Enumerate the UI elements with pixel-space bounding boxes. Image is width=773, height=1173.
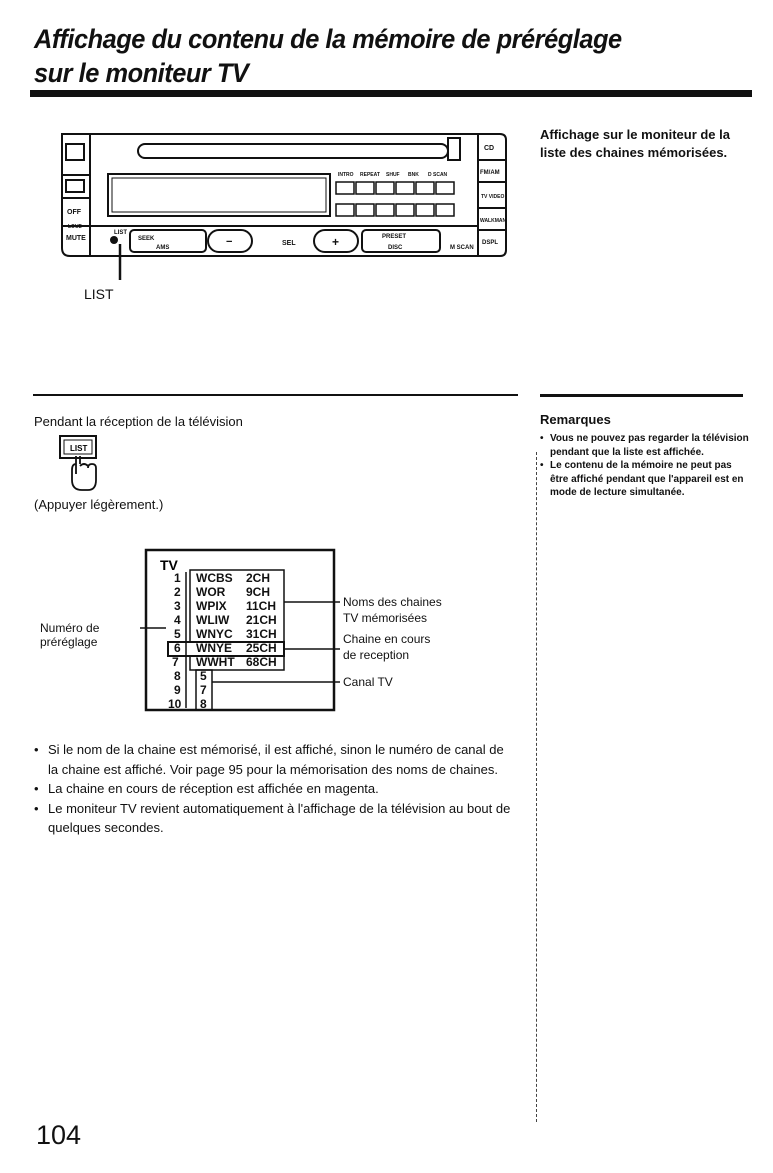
notes-list: Vous ne pouvez pas regarder la télévisio… — [540, 432, 752, 500]
press-lightly-note: (Appuyer légèrement.) — [34, 497, 164, 512]
tv-screen-header: TV — [160, 557, 179, 573]
preset-num-2: 2 — [174, 585, 181, 599]
stored-names-label-line1: Noms des chaines — [343, 595, 442, 609]
list-key-label: LIST — [70, 444, 87, 453]
section-rule — [33, 394, 518, 396]
title-rule — [30, 90, 752, 97]
channel-ch-4: 21CH — [246, 613, 277, 627]
list-key-press-icon: LIST — [59, 435, 97, 491]
channel-ch-1: 2CH — [246, 571, 270, 585]
preset-num-8: 8 — [174, 669, 181, 683]
loud-button-label: LOUD — [68, 224, 83, 230]
ams-label: AMS — [156, 245, 169, 251]
minus-label: − — [226, 236, 232, 248]
preset-num-5: 5 — [174, 627, 181, 641]
channel-ch-6: 25CH — [246, 641, 277, 655]
notes-rule — [540, 394, 743, 397]
current-label-line1: Chaine en cours — [343, 632, 430, 646]
current-label-line2: de reception — [343, 648, 409, 662]
channel-name-2: WOR — [196, 585, 226, 599]
car-stereo-illustration: OFF MUTE LOUD SEEK AMS − SEL + PRESET DI… — [61, 133, 507, 280]
intro-label: INTRO — [338, 172, 354, 178]
tv-preset-list-diagram: TV 1 2 3 4 5 6 7 8 9 10 WCBS WOR WPIX WL… — [40, 548, 442, 712]
channel-name-4: WLIW — [196, 613, 230, 627]
channel-name-5: WNYC — [196, 627, 233, 641]
cd-label: CD — [484, 145, 494, 152]
preset-num-7: 7 — [172, 655, 179, 669]
dspl-label: DSPL — [482, 240, 498, 246]
page-number: 104 — [36, 1120, 82, 1150]
page-title: Affichage du contenu de la mémoire de pr… — [34, 22, 711, 90]
stored-names-label-line2: TV mémorisées — [343, 611, 427, 625]
channel-ch-7: 68CH — [246, 655, 277, 669]
sel-label: SEL — [282, 240, 296, 247]
channel-ch-5: 31CH — [246, 627, 277, 641]
channel-name-1: WCBS — [196, 571, 233, 585]
preset-number-label-line1: Numéro de — [40, 621, 100, 635]
plus-label: + — [332, 235, 339, 249]
bullet-item: Si le nom de la chaine est mémorisé, il … — [34, 740, 512, 779]
preset-num-6: 6 — [174, 641, 181, 655]
channel-name-3: WPIX — [196, 599, 227, 613]
preset-label: PRESET — [382, 234, 406, 240]
channel-label: Canal TV — [343, 675, 393, 689]
info-bullets: Si le nom de la chaine est mémorisé, il … — [34, 740, 512, 838]
preset-num-10: 10 — [168, 697, 182, 711]
notes-divider — [536, 452, 537, 1122]
repeat-label: REPEAT — [360, 172, 380, 178]
mute-button-label: MUTE — [66, 235, 86, 242]
preset-num-4: 4 — [174, 613, 181, 627]
shuf-label: SHUF — [386, 172, 400, 178]
fmam-label: FM/AM — [480, 170, 500, 176]
off-button-label: OFF — [67, 209, 82, 216]
walkman-label: WALKMAN — [480, 218, 506, 224]
channel-ch-9: 7 — [200, 683, 207, 697]
dscan-label: D SCAN — [428, 172, 448, 178]
bullet-item: La chaine en cours de réception est affi… — [34, 779, 512, 799]
preset-number-label-line2: préréglage — [40, 635, 98, 649]
channel-name-6: WNYE — [196, 641, 232, 655]
disc-label: DISC — [388, 245, 403, 251]
channel-name-7: WWHT — [196, 655, 235, 669]
mscan-label: M SCAN — [450, 245, 474, 251]
bullet-item: Le moniteur TV revient automatiquement à… — [34, 799, 512, 838]
bnk-label: BNK — [408, 172, 419, 178]
seek-label: SEEK — [138, 236, 155, 242]
channel-ch-10: 8 — [200, 697, 207, 711]
preset-num-9: 9 — [174, 683, 181, 697]
preset-num-1: 1 — [174, 571, 181, 585]
title-line-2: sur le moniteur TV — [34, 58, 249, 88]
preset-num-3: 3 — [174, 599, 181, 613]
tvvideo-label: TV VIDEO — [481, 194, 504, 200]
channel-ch-8: 5 — [200, 669, 207, 683]
channel-ch-3: 11CH — [246, 599, 276, 613]
reception-label: Pendant la réception de la télévision — [34, 414, 243, 429]
monitor-caption: Affichage sur le moniteur de la liste de… — [540, 127, 730, 160]
list-callout-label: LIST — [84, 286, 114, 302]
channel-ch-2: 9CH — [246, 585, 270, 599]
list-button-label: LIST — [114, 230, 127, 236]
note-item: Le contenu de la mémoire ne peut pas êtr… — [540, 459, 752, 500]
notes-title: Remarques — [540, 412, 611, 427]
note-item: Vous ne pouvez pas regarder la télévisio… — [540, 432, 752, 459]
title-line-1: Affichage du contenu de la mémoire de pr… — [34, 24, 622, 54]
